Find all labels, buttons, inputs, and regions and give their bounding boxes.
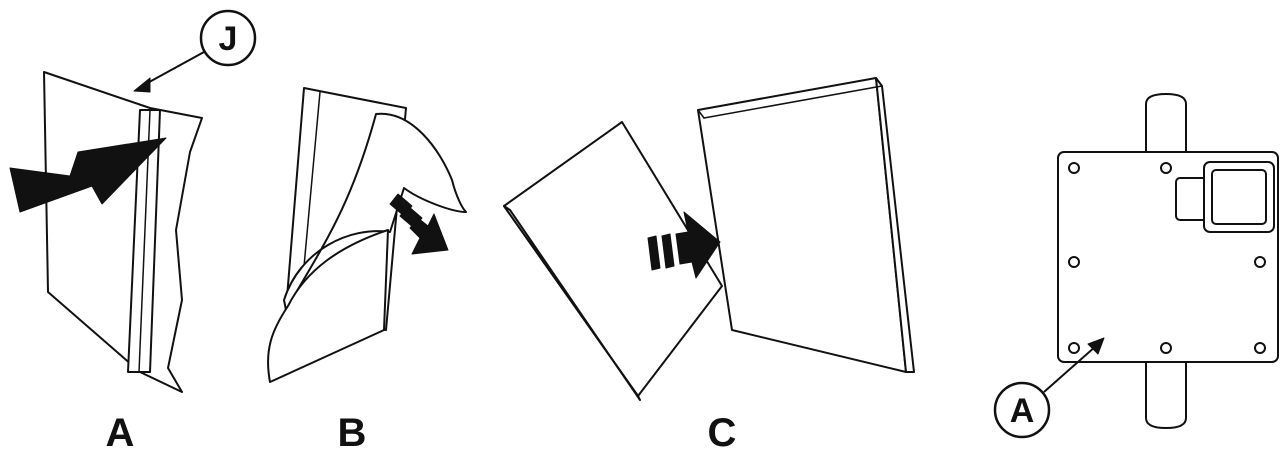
- callout-a: A: [993, 337, 1105, 439]
- plate-hole: [1254, 342, 1266, 354]
- callout-j-arrowhead: [133, 77, 151, 93]
- callout-a-circle: [993, 381, 1051, 439]
- callout-a-letter: A: [1010, 392, 1035, 430]
- step-c-illustration: [503, 77, 915, 401]
- plate-hole: [1254, 256, 1266, 268]
- plate-top-tab: [1145, 93, 1187, 153]
- callout-j-leader: [141, 51, 205, 87]
- removed-liner: [267, 229, 389, 383]
- peel-arrow: [389, 193, 449, 255]
- step-b-illustration: [267, 87, 467, 383]
- peeling-liner: [283, 112, 467, 311]
- plate-hole: [1160, 342, 1172, 354]
- step-label-c: C: [708, 411, 737, 453]
- mounting-plate: [1057, 93, 1279, 429]
- attach-arrow: [647, 211, 721, 279]
- step-a-illustration: [9, 71, 203, 393]
- plate-hole: [1068, 342, 1080, 354]
- step-label-a: A: [106, 411, 135, 453]
- callout-j-letter: J: [219, 20, 238, 58]
- callout-a-leader: [1043, 345, 1097, 393]
- callout-a-arrowhead: [1087, 337, 1105, 355]
- push-arrow: [9, 137, 167, 213]
- plate-holes: [1068, 162, 1266, 354]
- pad-large: [697, 77, 907, 373]
- step-label-b: B: [338, 411, 367, 453]
- pad-back-sheet: [43, 71, 203, 393]
- plate-hole: [1160, 162, 1172, 174]
- plate-hole: [1068, 162, 1080, 174]
- plate-bottom-tab: [1145, 359, 1187, 429]
- callout-j: J: [133, 9, 257, 93]
- callout-j-circle: [199, 9, 257, 67]
- plate-hole: [1068, 256, 1080, 268]
